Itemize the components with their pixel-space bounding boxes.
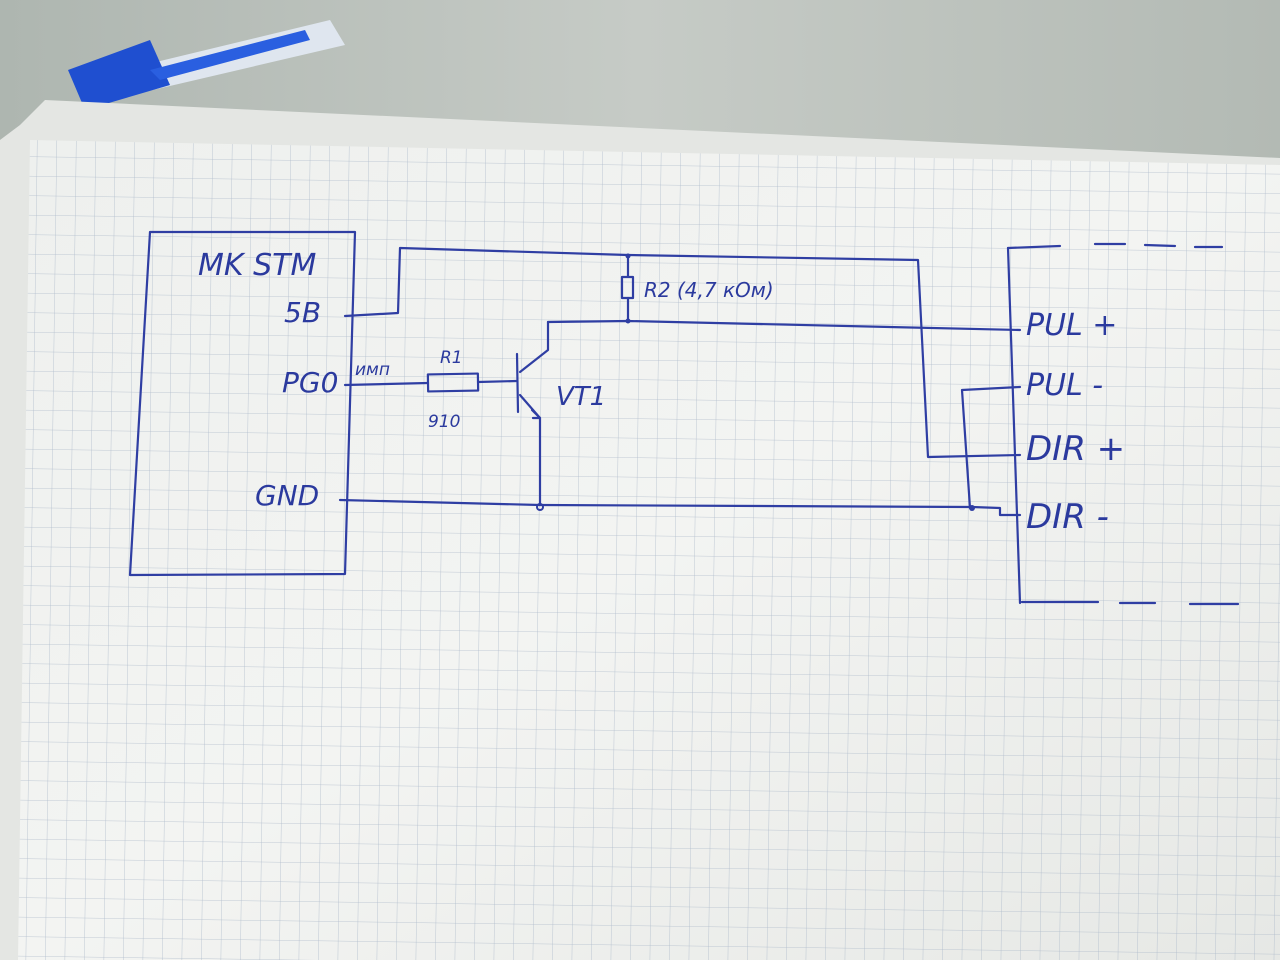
pulse-signal-label: имп — [355, 360, 390, 380]
r2-label: R2 (4,7 кОм) — [644, 278, 774, 302]
r1-value-label: 910 — [428, 412, 460, 432]
pen-icon — [68, 20, 345, 110]
schematic-wiring — [128, 230, 1240, 606]
dir-plus-label: DIR + — [1026, 429, 1125, 469]
pul-plus-label: PUL + — [1026, 308, 1117, 343]
r1-name-label: R1 — [440, 348, 463, 368]
pin-pg0-label: PG0 — [282, 366, 338, 399]
driver-labels: PUL + PUL - DIR + DIR - — [1026, 308, 1125, 537]
pin-5v-label: 5B — [284, 296, 321, 329]
vt1-label: VT1 — [556, 382, 606, 412]
dir-minus-label: DIR - — [1026, 497, 1109, 537]
pin-gnd-label: GND — [255, 479, 319, 512]
mcu-labels: MK STM 5B PG0 GND — [198, 248, 338, 512]
pul-minus-label: PUL - — [1026, 368, 1103, 403]
mcu-title: MK STM — [198, 248, 316, 283]
notebook-paper — [0, 100, 1280, 960]
